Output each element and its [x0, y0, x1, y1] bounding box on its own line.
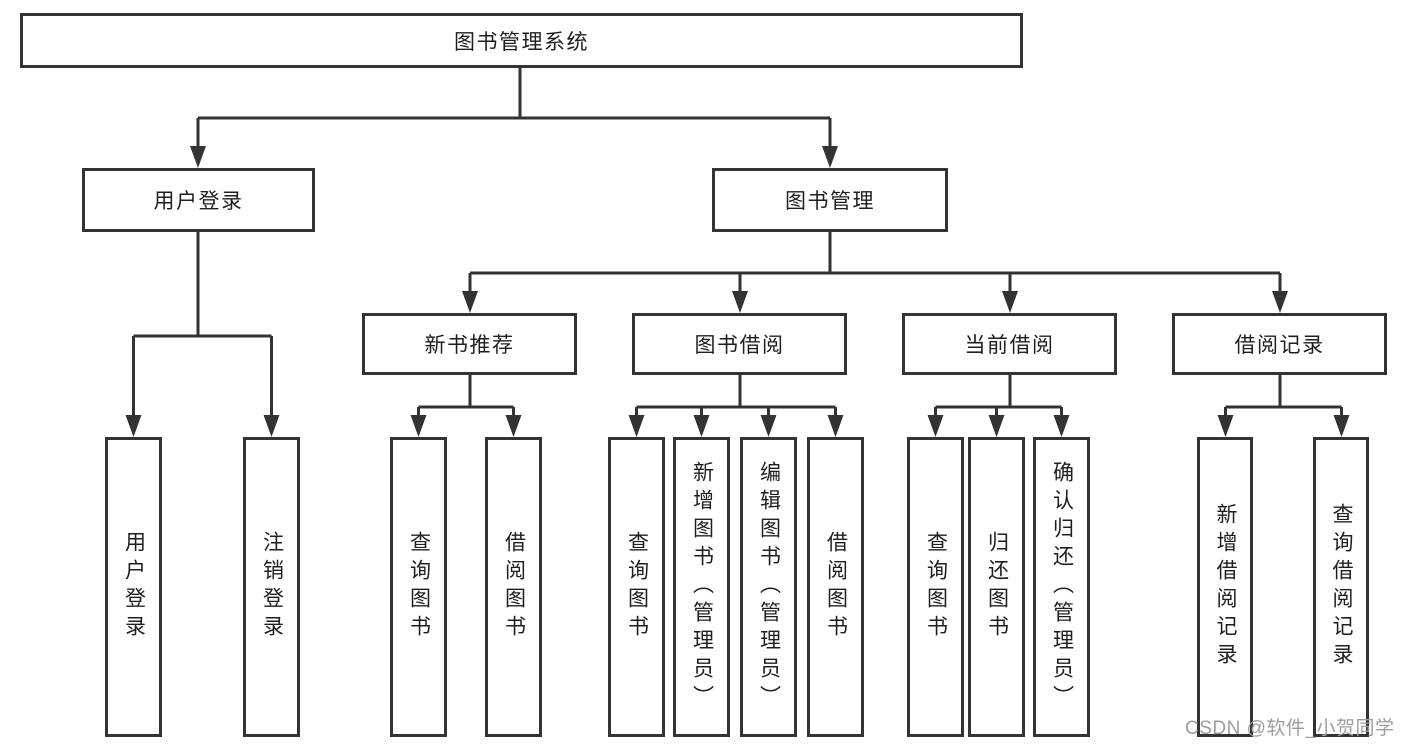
leaf-query-books-borrowing: 查询图书: [608, 437, 665, 737]
watermark: CSDN @软件_小贺同学: [1185, 718, 1395, 739]
arrowheads: [125, 146, 1350, 437]
leaf-add-book-admin: 新增图书（管理员）: [673, 437, 730, 737]
leaf-borrow-books-recommend: 借阅图书: [485, 437, 542, 737]
node-borrowing-records: 借阅记录: [1172, 313, 1387, 375]
node-library-system: 图书管理系统: [20, 13, 1023, 68]
leaf-return-book: 归还图书: [968, 437, 1025, 737]
node-book-borrowing: 图书借阅: [632, 313, 847, 375]
node-book-management: 图书管理: [712, 168, 948, 232]
node-user-login: 用户登录: [82, 168, 315, 232]
leaf-borrow-books-borrowing: 借阅图书: [807, 437, 864, 737]
leaf-query-books-current: 查询图书: [907, 437, 964, 737]
leaf-logout: 注销登录: [243, 437, 300, 737]
leaf-query-borrow-record: 查询借阅记录: [1313, 437, 1369, 737]
node-current-borrowing: 当前借阅: [902, 313, 1117, 375]
node-new-book-recommend: 新书推荐: [362, 313, 577, 375]
leaf-user-login: 用户登录: [105, 437, 162, 737]
leaf-confirm-return-admin: 确认归还（管理员）: [1033, 437, 1090, 737]
leaf-query-books-recommend: 查询图书: [390, 437, 447, 737]
leaf-edit-book-admin: 编辑图书（管理员）: [740, 437, 797, 737]
leaf-add-borrow-record: 新增借阅记录: [1197, 437, 1253, 737]
